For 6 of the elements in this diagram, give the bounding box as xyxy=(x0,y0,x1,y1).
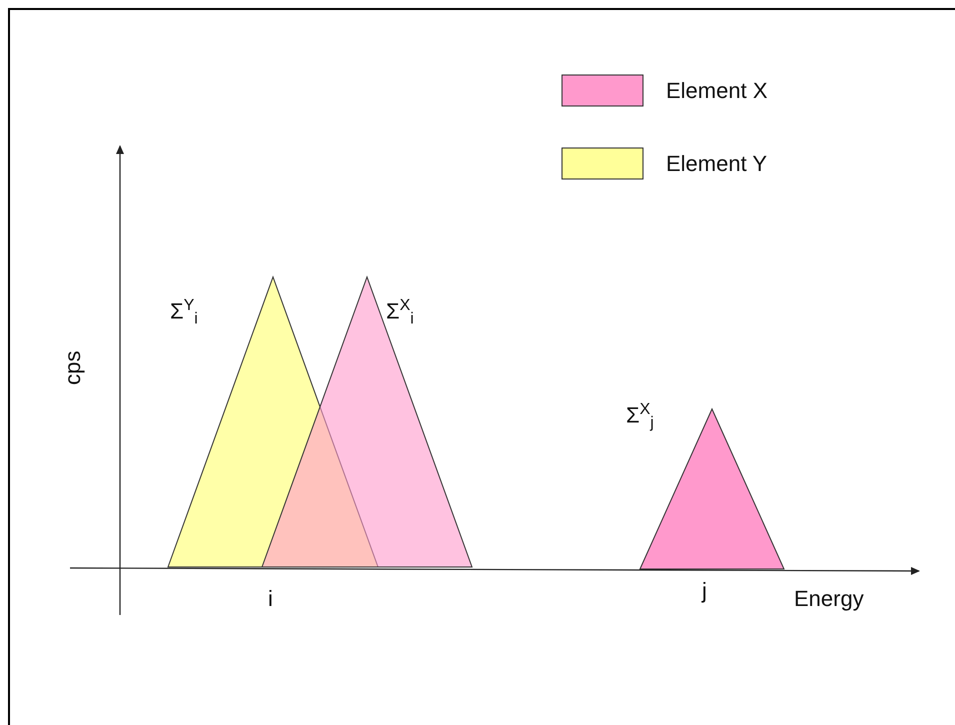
legend-label: Element Y xyxy=(666,153,768,175)
legend-label: Element X xyxy=(666,80,768,102)
tick-label: i xyxy=(268,588,273,610)
axis-label: Energy xyxy=(794,588,864,610)
tick-label: j xyxy=(702,580,707,602)
axis-label: cps xyxy=(62,350,84,385)
